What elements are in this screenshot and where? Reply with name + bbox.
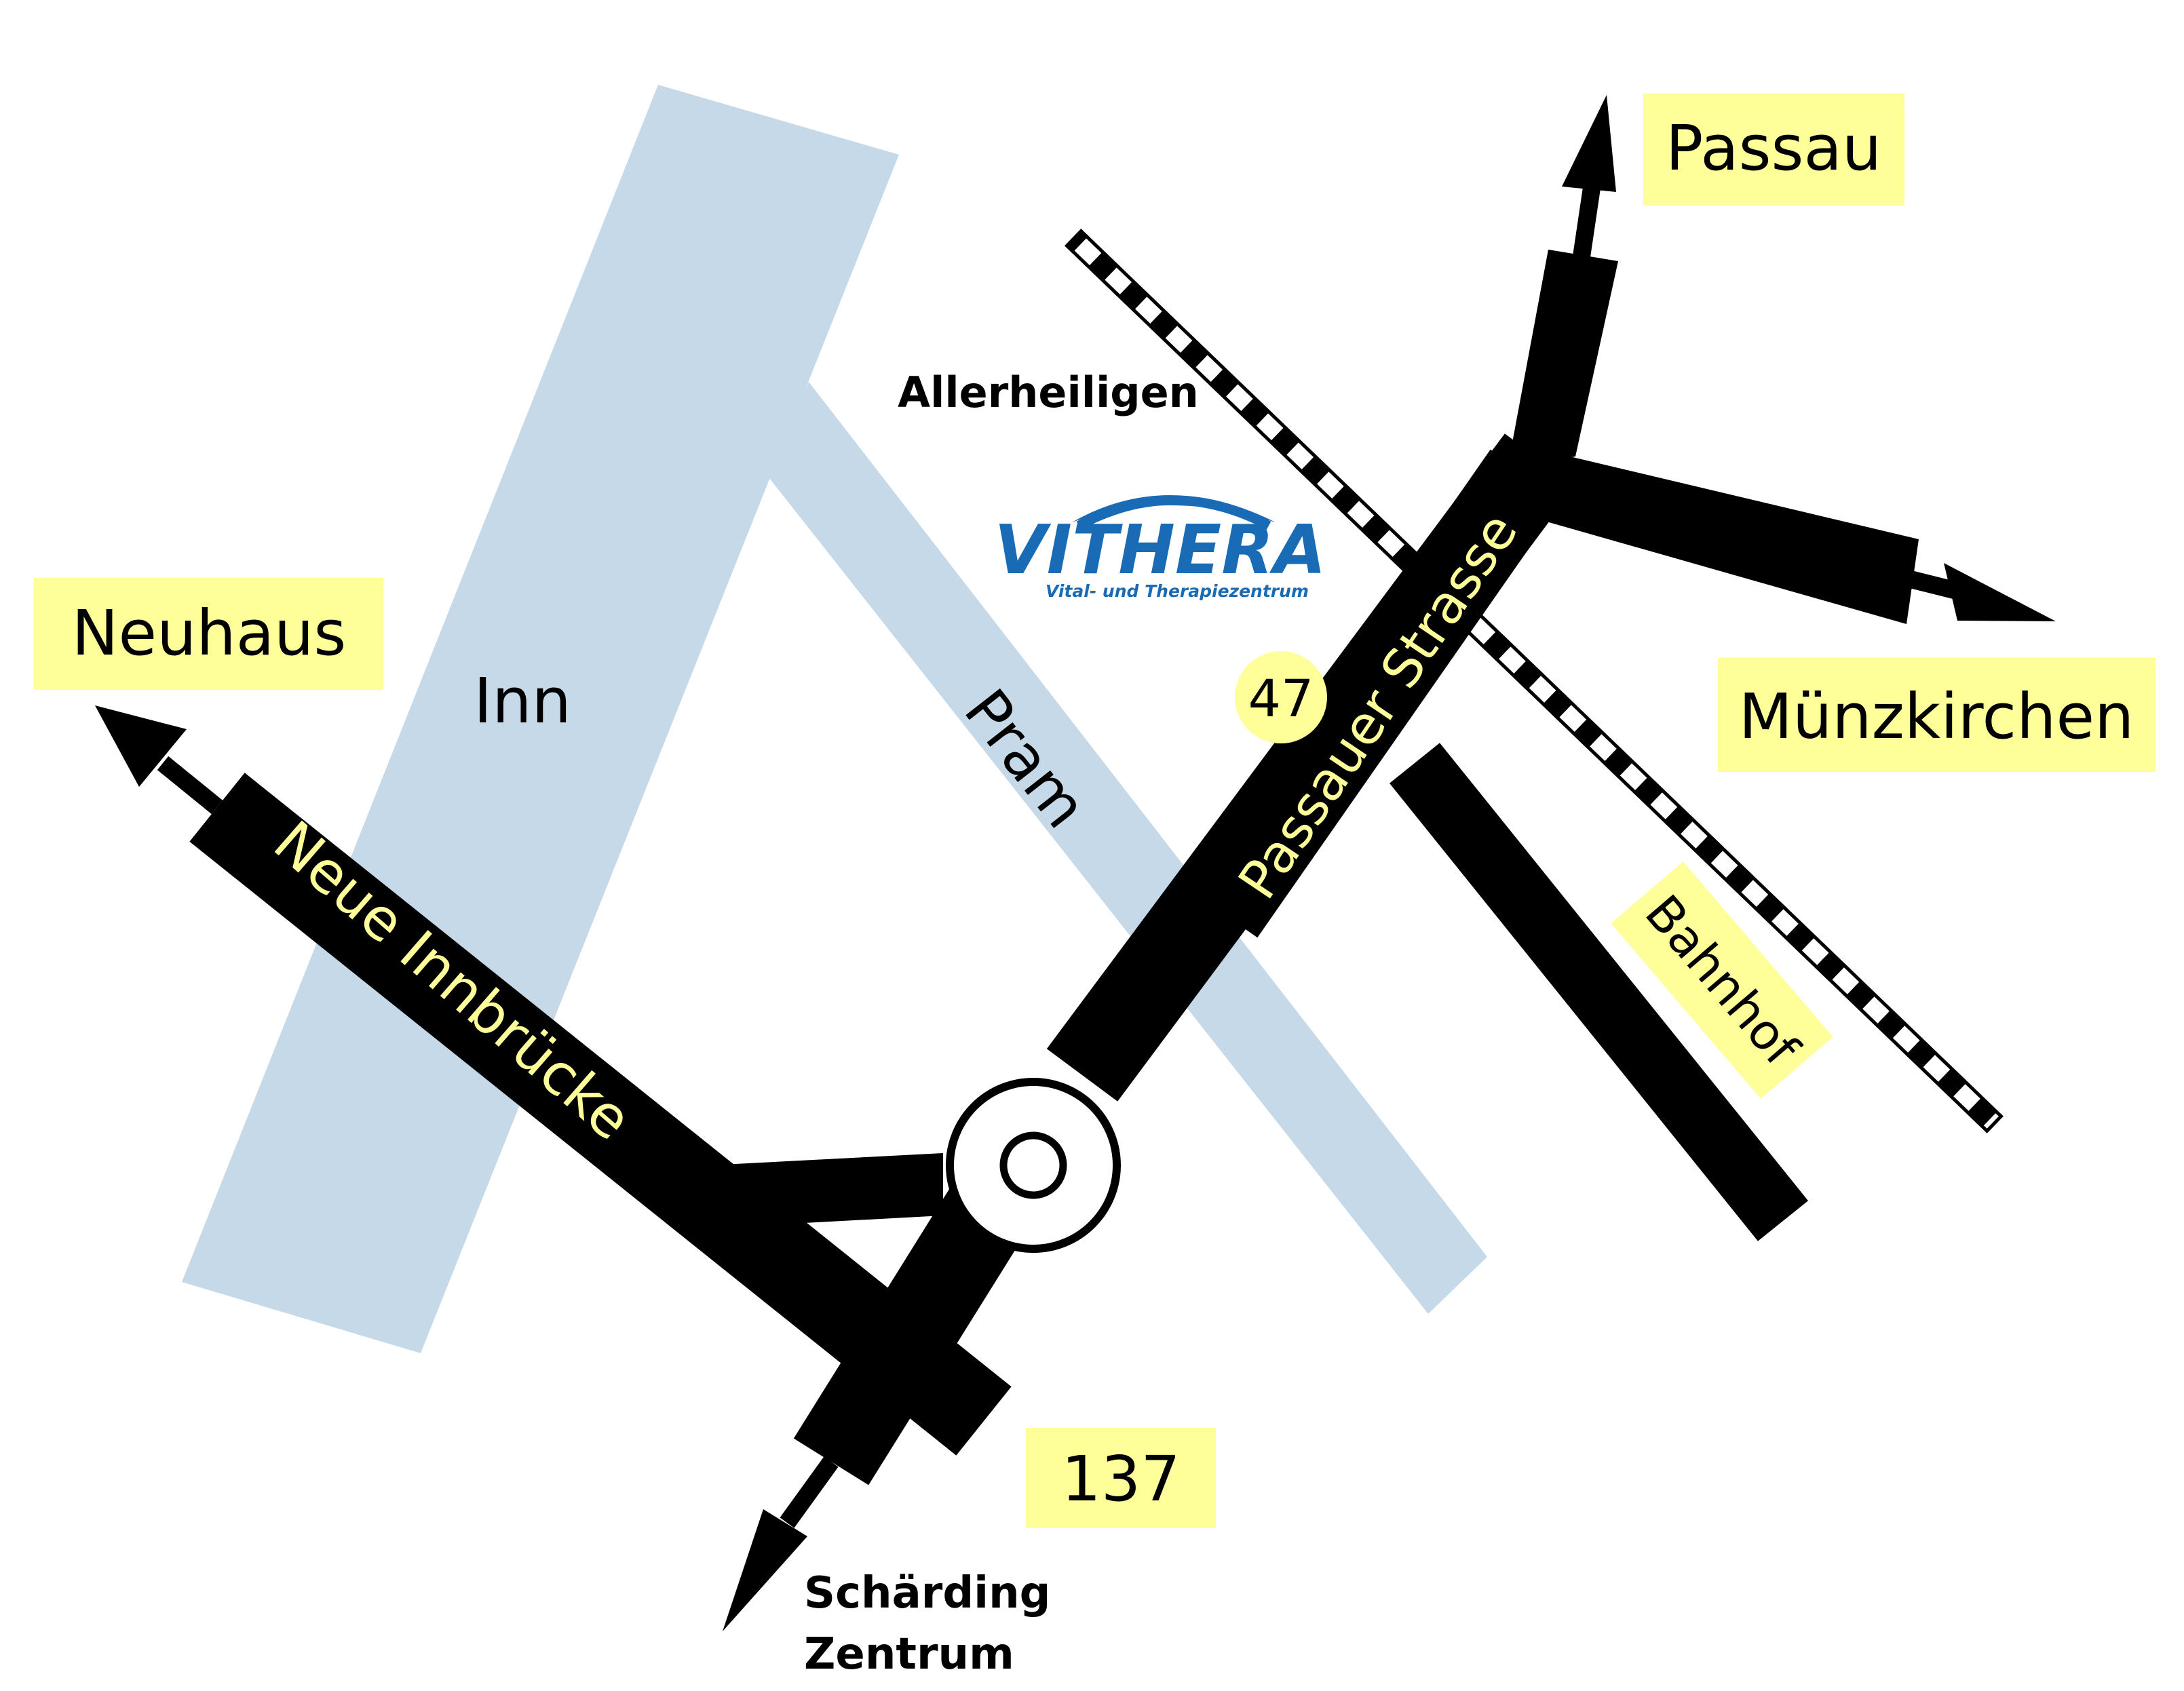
pram-river	[767, 382, 1487, 1314]
label-box-bahnhof	[1611, 861, 1833, 1099]
road-bahnhof	[1389, 743, 1809, 1241]
inn-river	[182, 85, 899, 1353]
road-passauer-strasse-upper	[1185, 449, 1563, 938]
road-to-muenzkirchen	[1513, 444, 1919, 624]
logo-swoosh	[1072, 495, 1276, 522]
arrow-neuhaus	[95, 705, 187, 787]
vithera-logo: VITHERA Vital- und Therapiezentrum	[994, 495, 1326, 601]
route-badge-47	[1235, 651, 1327, 743]
arrow-passau	[1562, 95, 1616, 192]
river-inn-label: Inn	[474, 665, 571, 737]
route-number-47: 47	[1248, 668, 1314, 728]
railway-track	[1065, 229, 2004, 1133]
road-roundabout-connector	[709, 1153, 943, 1224]
logo-tagline: Vital- und Therapiezentrum	[1046, 581, 1309, 601]
arrow-schaerding	[723, 1509, 807, 1631]
route-number-137: 137	[1061, 1443, 1181, 1515]
road-to-passau	[1508, 250, 1618, 468]
roundabout-center	[999, 1131, 1067, 1199]
place-passau: Passau	[1666, 112, 1881, 184]
label-box-137	[1026, 1428, 1216, 1528]
label-box-passau	[1643, 94, 1904, 206]
label-box-muenzkirchen	[1718, 658, 2156, 772]
place-allerheiligen: Allerheiligen	[898, 368, 1199, 417]
arrow-muenzkirchen	[1944, 563, 2056, 621]
place-schaerding-line2: Zentrum	[804, 1629, 1014, 1679]
place-muenzkirchen: Münzkirchen	[1739, 680, 2134, 753]
label-box-neuhaus	[34, 578, 383, 690]
logo-name: VITHERA	[994, 510, 1326, 589]
road-network	[95, 95, 2056, 1631]
place-neuhaus: Neuhaus	[72, 597, 347, 669]
place-schaerding-line1: Schärding	[804, 1568, 1050, 1618]
road-neue-innbruecke	[189, 773, 1012, 1456]
